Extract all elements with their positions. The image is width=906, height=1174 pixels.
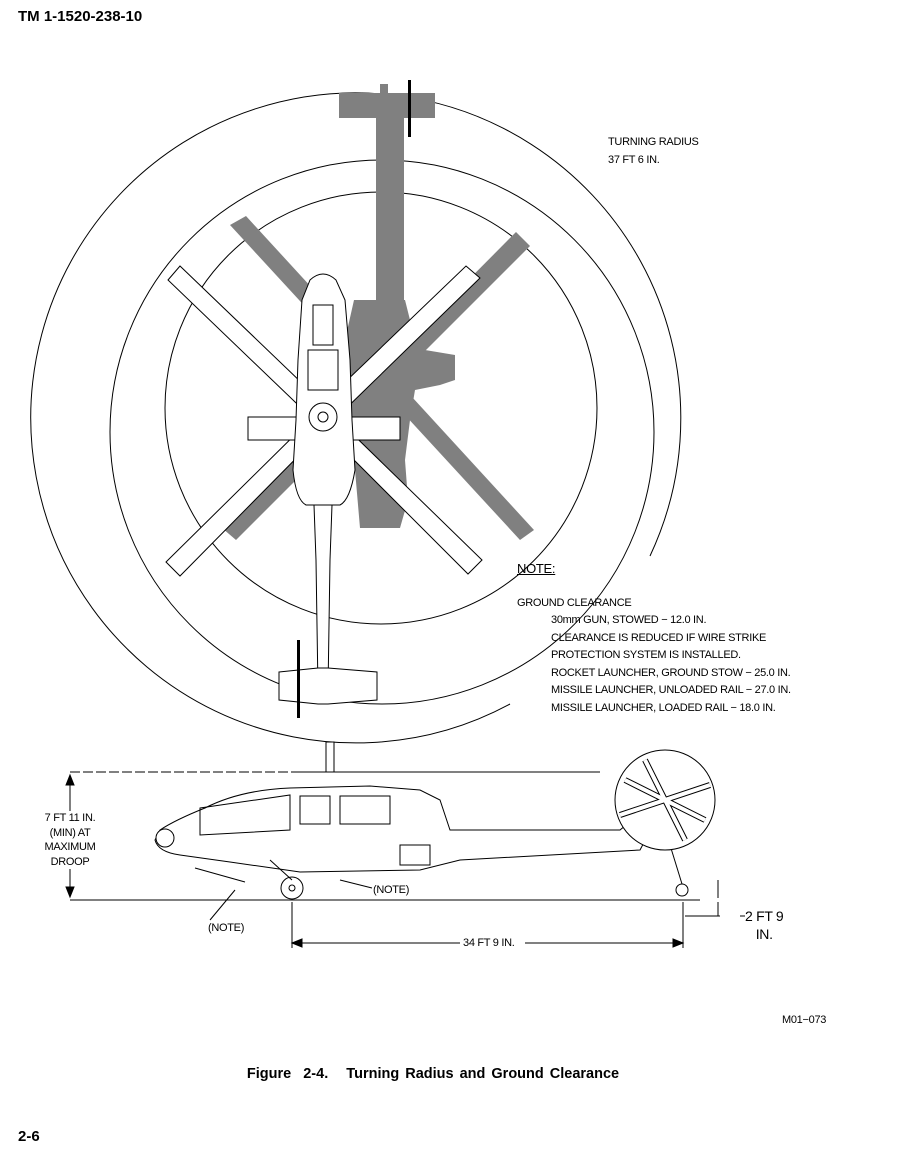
height-dimension-line-2: (MIN) AT: [49, 826, 91, 839]
tail-clearance-unit: IN.: [755, 926, 773, 942]
note-heading: GROUND CLEARANCE: [517, 597, 632, 609]
figure-id: M01−073: [782, 1014, 827, 1026]
figure-caption: Figure 2-4. Turning Radius and Ground Cl…: [246, 1066, 620, 1082]
document-number: TM 1-1520-238-10: [18, 8, 143, 25]
height-dimension-label: 7 FT 11 IN. (MIN) AT MAXIMUM DROOP: [30, 811, 110, 869]
note-line: 30mm GUN, STOWED − 12.0 IN.: [551, 614, 707, 626]
note-line: MISSILE LAUNCHER, LOADED RAIL − 18.0 IN.: [551, 701, 776, 714]
note-callout-gun: (NOTE): [208, 922, 245, 934]
height-dimension-line-4: DROOP: [50, 855, 90, 868]
note-lines: 30mm GUN, STOWED − 12.0 IN. CLEARANCE IS…: [551, 612, 791, 717]
main-rotor-blades: [165, 265, 483, 577]
note-title: NOTE:: [517, 561, 556, 576]
helicopter-top-view: [247, 273, 401, 718]
note-line: PROTECTION SYSTEM IS INSTALLED.: [551, 649, 741, 661]
turning-radius-outer-arc: [30, 92, 682, 744]
turning-radius-label: TURNING RADIUS 37 FT 6 IN.: [608, 134, 699, 169]
height-dimension-line-3: MAXIMUM: [44, 841, 96, 853]
shadow-tail-rotor: [408, 80, 411, 137]
note-callout-launcher: (NOTE): [373, 884, 410, 896]
tail-clearance-value: 2 FT 9: [745, 908, 784, 924]
helicopter-side-view: [65, 741, 745, 948]
note-line: MISSILE LAUNCHER, UNLOADED RAIL − 27.0 I…: [551, 684, 791, 696]
tail-clearance-label: 2 FT 9 IN.: [745, 907, 784, 943]
length-dimension-label: 34 FT 9 IN.: [463, 937, 515, 949]
note-line: ROCKET LAUNCHER, GROUND STOW − 25.0 IN.: [551, 666, 791, 679]
height-dimension-line-1: 7 FT 11 IN.: [44, 812, 96, 824]
turning-radius-value: 37 FT 6 IN.: [608, 153, 660, 166]
page-number: 2-6: [18, 1128, 40, 1145]
turning-radius-title: TURNING RADIUS: [608, 136, 699, 148]
note-line: CLEARANCE IS REDUCED IF WIRE STRIKE: [551, 631, 767, 644]
